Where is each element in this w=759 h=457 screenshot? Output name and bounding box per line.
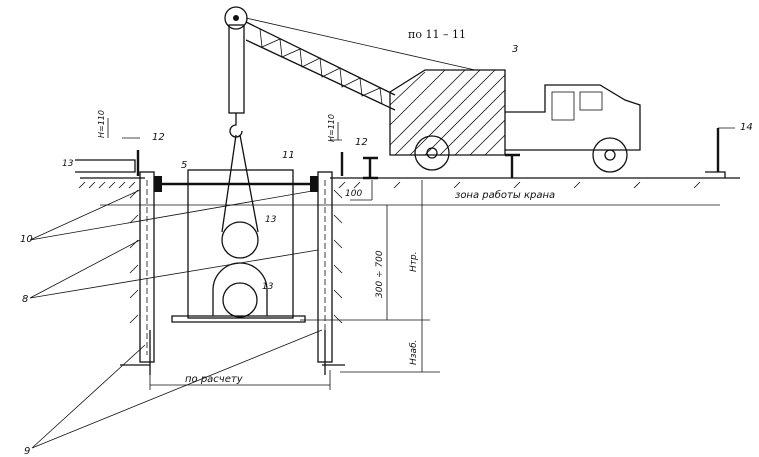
section-title: по 11 – 11 [408, 28, 466, 41]
dim-embed-depth: Нзаб. [409, 340, 419, 365]
label-pipe-upper: 13 [265, 215, 277, 225]
ground-line [75, 159, 740, 189]
left-wall-sheeting [139, 171, 155, 363]
boom [245, 21, 396, 111]
hoist-column [228, 24, 245, 114]
label-crane: 3 [512, 44, 518, 55]
label-pipe-lower: 13 [262, 282, 274, 292]
label-piles: 9 [24, 446, 30, 457]
pipe-upper [221, 221, 259, 259]
dim-width: по расчету [185, 374, 244, 385]
label-walls: 10 [20, 234, 33, 245]
label-box: 11 [282, 150, 295, 161]
strut-right-end [310, 176, 318, 192]
truck-cab [505, 84, 641, 151]
base-plate [171, 315, 306, 323]
sling [221, 134, 259, 233]
dim-depth-range: 300 ÷ 700 [375, 250, 385, 298]
saddle [212, 262, 268, 316]
label-pipe-left: 13 [62, 159, 74, 169]
box-11 [187, 169, 294, 319]
dim-crane-zone: зона работы крана [455, 189, 555, 201]
strut-left-end [154, 176, 162, 192]
crane [224, 6, 641, 180]
outrigger-left [363, 156, 378, 180]
dim-h-left: Н=110 [97, 110, 106, 138]
label-strut: 5 [181, 160, 187, 171]
label-bench-right: 12 [355, 137, 368, 148]
dimension-lines [29, 180, 440, 449]
dim-trench-depth: Нтр. [409, 251, 419, 272]
wheel-rear [414, 135, 450, 171]
label-sheets: 8 [22, 294, 28, 305]
label-bench-left: 12 [152, 132, 165, 143]
dim-h-right: Н=110 [327, 114, 336, 142]
wheel-front [592, 137, 628, 173]
boom-cable [245, 17, 476, 71]
trench [100, 171, 720, 375]
pipe-lower [222, 282, 258, 318]
label-post: 14 [740, 122, 753, 133]
hook [229, 113, 243, 138]
outrigger-right [505, 153, 520, 178]
bench-marks [136, 150, 344, 176]
dim-offset: 100 [345, 189, 362, 199]
